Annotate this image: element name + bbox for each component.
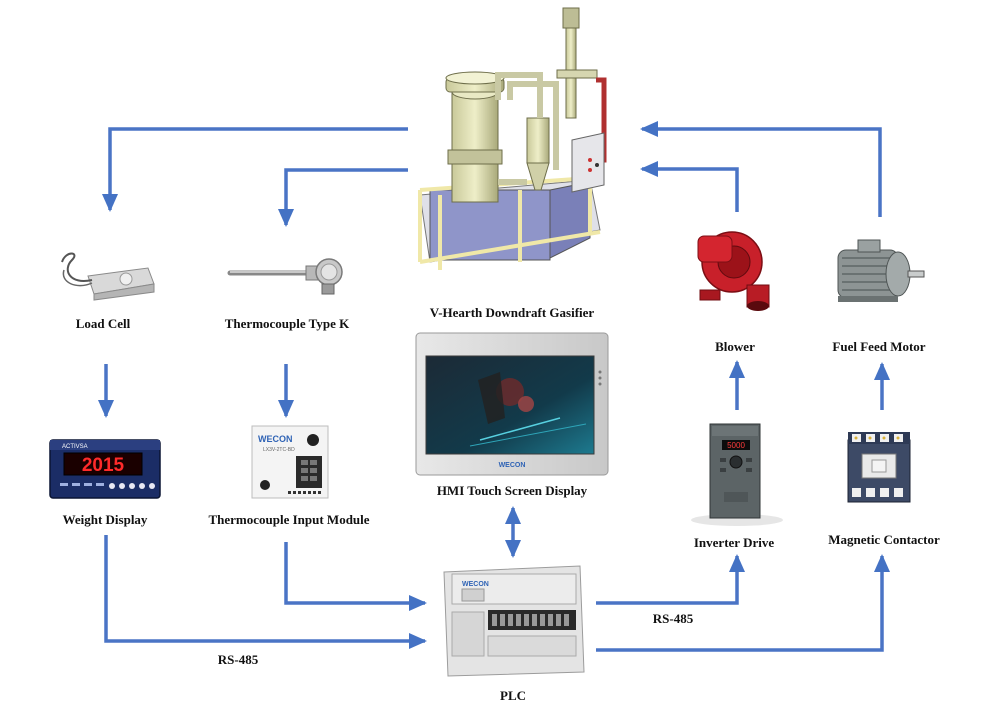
tc-module-logo: WECON [258, 434, 293, 444]
contactor-image [847, 432, 911, 503]
connections [98, 121, 890, 652]
label-fuel-motor: Fuel Feed Motor [832, 339, 926, 354]
weight-display-value: 2015 [82, 455, 125, 476]
label-load-cell: Load Cell [75, 316, 131, 331]
fuel-motor-image [837, 239, 925, 302]
label-plc: PLC [500, 688, 526, 703]
label-contactor: Magnetic Contactor [828, 532, 940, 547]
arrow-blower-to-gasifier [640, 161, 739, 212]
plc-image: WECON [443, 565, 585, 677]
arrow-weightdisplay-to-plc [104, 535, 427, 649]
label-blower: Blower [715, 339, 755, 354]
label-rs485-right: RS-485 [652, 611, 694, 626]
arrow-module-to-plc [284, 542, 427, 611]
label-thermocouple: Thermocouple Type K [224, 316, 350, 331]
label-gasifier: V-Hearth Downdraft Gasifier [429, 305, 595, 320]
hmi-logo: WECON [499, 462, 526, 469]
hmi-image: WECON [415, 332, 609, 476]
arrow-fuelmotor-to-gasifier [640, 121, 882, 217]
gasifier-image [418, 7, 607, 270]
plc-logo: WECON [462, 581, 489, 588]
load-cell-image [61, 252, 155, 301]
arrow-plc-to-inverter [596, 554, 745, 605]
label-rs485-left: RS-485 [217, 652, 259, 667]
arrow-plc-to-contactor [596, 554, 890, 652]
label-weight-display: Weight Display [62, 512, 148, 527]
inverter-image: 5000 [691, 423, 783, 526]
inverter-display: 5000 [727, 441, 745, 450]
label-inverter: Inverter Drive [693, 535, 775, 550]
weight-display-brand: ACTIVSA [62, 444, 88, 450]
label-hmi: HMI Touch Screen Display [436, 483, 588, 498]
label-tc-module: Thermocouple Input Module [208, 512, 370, 527]
thermocouple-image [227, 258, 343, 295]
weight-display-image: ACTIVSA 2015 [49, 439, 161, 499]
tc-module-image: WECON LX3V-2TC-BD [251, 425, 329, 499]
arrow-gasifier-to-thermocouple [278, 168, 408, 227]
arrow-gasifier-to-loadcell [102, 127, 408, 212]
tc-module-model: LX3V-2TC-BD [263, 447, 295, 453]
blower-image [697, 231, 770, 311]
